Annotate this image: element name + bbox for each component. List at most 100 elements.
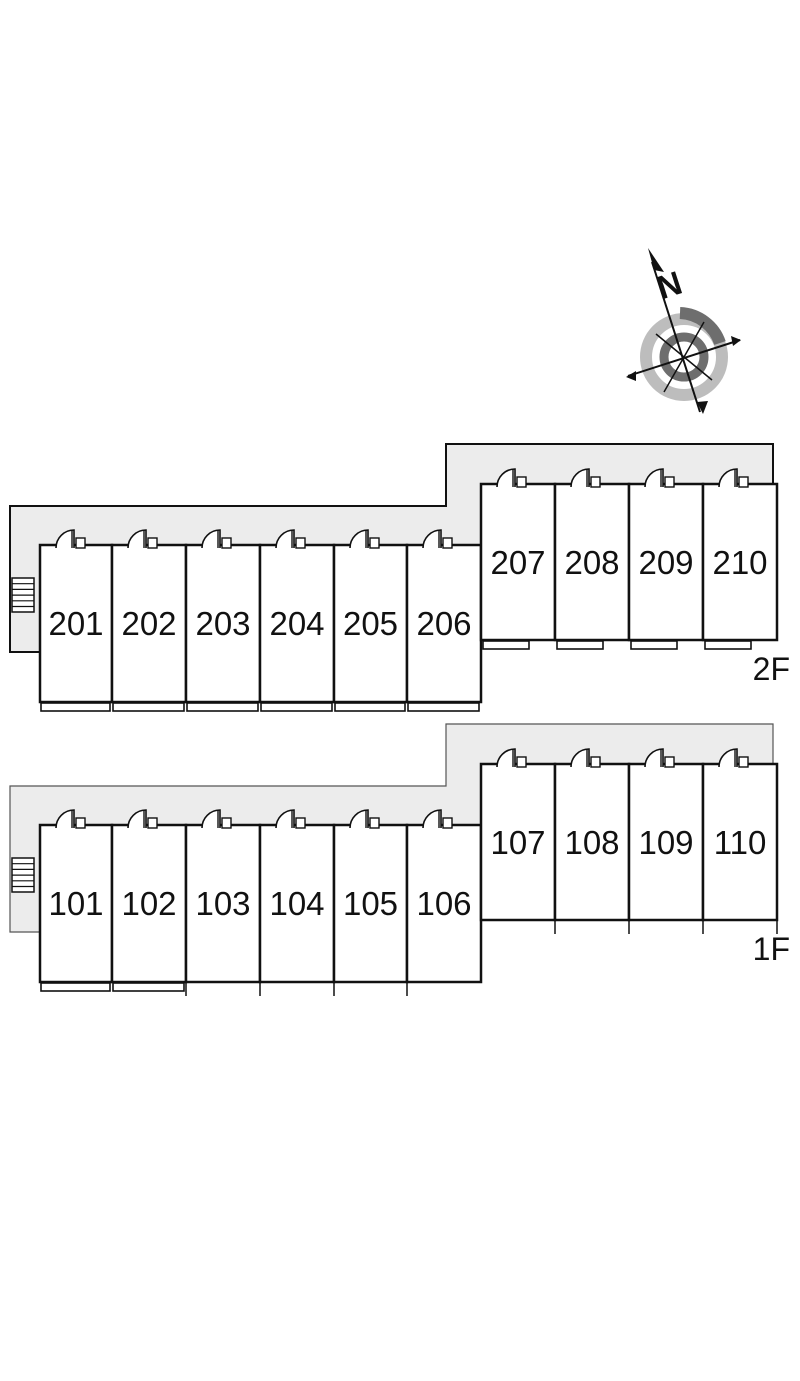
room-unit: 106 xyxy=(405,809,483,996)
door-icon xyxy=(496,748,527,768)
floor-label: 2F xyxy=(753,651,790,687)
room-outline xyxy=(701,762,779,922)
balcony xyxy=(630,640,678,650)
room-unit: 210 xyxy=(701,468,779,650)
room-unit: 103 xyxy=(184,809,262,996)
room-outline xyxy=(184,823,262,984)
room-outline xyxy=(38,823,114,984)
door-icon xyxy=(275,529,306,549)
room-outline xyxy=(405,823,483,984)
room-outline xyxy=(479,482,557,642)
room-unit: 102 xyxy=(110,809,188,992)
door-icon xyxy=(644,748,675,768)
room-number: 207 xyxy=(490,544,545,581)
room-unit: 206 xyxy=(405,529,483,712)
balcony xyxy=(260,702,333,712)
compass-north-arrow xyxy=(648,248,664,272)
balcony xyxy=(40,982,111,992)
room-number: 103 xyxy=(195,885,250,922)
door-icon xyxy=(55,809,86,829)
door-icon xyxy=(644,468,675,488)
compass-west-arrow xyxy=(626,371,636,381)
door-icon xyxy=(55,529,86,549)
room-outline xyxy=(479,762,557,922)
room-number: 110 xyxy=(714,824,767,861)
balcony xyxy=(186,702,259,712)
room-number: 205 xyxy=(343,605,398,642)
door-icon xyxy=(275,809,306,829)
balcony xyxy=(556,640,604,650)
door-icon xyxy=(201,529,232,549)
room-number: 104 xyxy=(269,885,324,922)
door-icon xyxy=(201,809,232,829)
room-unit: 205 xyxy=(332,529,409,712)
room-unit: 110 xyxy=(701,748,779,934)
balcony xyxy=(407,702,480,712)
door-icon xyxy=(718,468,749,488)
compass-diag-line-2 xyxy=(663,321,705,393)
compass-ns-line xyxy=(651,261,701,413)
balcony xyxy=(334,702,406,712)
room-outline xyxy=(701,482,779,642)
floor-label: 1F xyxy=(753,931,790,967)
door-icon xyxy=(422,529,453,549)
room-outline xyxy=(110,543,188,704)
room-number: 109 xyxy=(638,824,693,861)
room-unit: 207 xyxy=(479,468,557,650)
compass-inner-ring xyxy=(659,332,709,382)
staircase-icon xyxy=(11,577,35,613)
room-unit: 202 xyxy=(110,529,188,712)
balcony xyxy=(112,982,185,992)
room-outline xyxy=(405,543,483,704)
door-icon xyxy=(718,748,749,768)
door-icon xyxy=(127,529,158,549)
room-unit: 204 xyxy=(258,529,336,712)
room-number: 201 xyxy=(48,605,103,642)
room-unit: 101 xyxy=(38,809,114,992)
room-outline xyxy=(627,762,705,922)
room-unit: 105 xyxy=(332,809,409,996)
room-number: 202 xyxy=(121,605,176,642)
room-number: 105 xyxy=(343,885,398,922)
room-unit: 209 xyxy=(627,468,705,650)
room-outline xyxy=(184,543,262,704)
door-icon xyxy=(496,468,527,488)
room-number: 102 xyxy=(121,885,176,922)
compass-east-arrow xyxy=(731,336,741,346)
room-number: 107 xyxy=(490,824,545,861)
staircase-icon xyxy=(11,857,35,893)
room-unit: 208 xyxy=(553,468,631,650)
door-icon xyxy=(349,529,380,549)
compass-north-label: N xyxy=(652,264,686,307)
room-unit: 104 xyxy=(258,809,336,996)
room-number: 108 xyxy=(564,824,619,861)
room-number: 209 xyxy=(638,544,693,581)
door-icon xyxy=(422,809,453,829)
balcony xyxy=(482,640,530,650)
room-unit: 201 xyxy=(38,529,114,712)
room-number: 203 xyxy=(195,605,250,642)
room-unit: 109 xyxy=(627,748,705,934)
balcony xyxy=(112,702,185,712)
room-number: 206 xyxy=(416,605,471,642)
room-number: 106 xyxy=(416,885,471,922)
room-number: 204 xyxy=(269,605,324,642)
room-unit: 107 xyxy=(479,748,557,934)
room-number: 210 xyxy=(712,544,767,581)
room-unit: 203 xyxy=(184,529,262,712)
room-number: 101 xyxy=(48,885,103,922)
room-outline xyxy=(627,482,705,642)
door-icon xyxy=(349,809,380,829)
balcony xyxy=(40,702,111,712)
compass-south-arrow xyxy=(697,401,708,414)
door-icon xyxy=(127,809,158,829)
compass-ring-accent xyxy=(679,307,726,346)
door-icon xyxy=(570,468,601,488)
room-unit: 108 xyxy=(553,748,631,934)
room-number: 208 xyxy=(564,544,619,581)
floor-2f: 201 202 203 204 205 206 207 208 209 210 2F xyxy=(9,443,790,712)
door-icon xyxy=(570,748,601,768)
room-outline xyxy=(553,482,631,642)
floor-1f: 101 102 103 104 105 106 107 108 109 110 1F xyxy=(9,723,790,996)
